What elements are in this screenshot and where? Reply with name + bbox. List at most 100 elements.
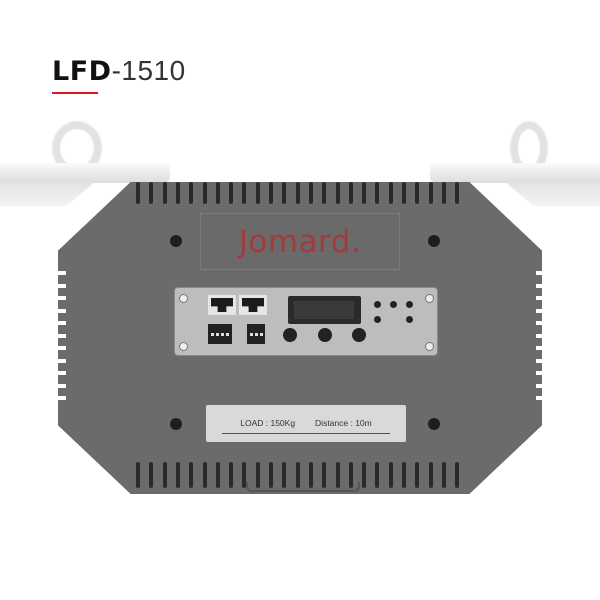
side-vent-slot bbox=[52, 321, 66, 325]
logo-plate: Jomard. bbox=[200, 213, 400, 270]
side-vent-slot bbox=[52, 396, 66, 400]
side-vent-slot bbox=[52, 296, 66, 300]
rating-label: LOAD : 150Kg Distance : 10m bbox=[206, 405, 406, 442]
vent-slot bbox=[202, 182, 207, 204]
vent-slot bbox=[162, 182, 167, 204]
vent-slot bbox=[415, 182, 420, 204]
vent-slot bbox=[255, 462, 260, 488]
control-panel bbox=[174, 287, 438, 356]
vent-slot bbox=[348, 462, 353, 488]
vent-slot bbox=[402, 182, 406, 204]
vent-slot bbox=[308, 462, 313, 488]
vent-slot bbox=[322, 182, 327, 204]
side-vent-slot bbox=[52, 271, 66, 275]
vent-slot bbox=[295, 182, 300, 204]
side-vent-slot bbox=[536, 308, 550, 313]
vent-slot bbox=[455, 462, 460, 488]
left-bracket-shadow bbox=[0, 182, 95, 206]
vent-slot bbox=[402, 462, 406, 488]
ethernet-port-1[interactable] bbox=[208, 295, 236, 315]
vent-slot bbox=[162, 462, 167, 488]
vent-slot bbox=[428, 462, 433, 488]
dip-switch-2[interactable] bbox=[247, 324, 265, 344]
vent-slot bbox=[455, 182, 460, 204]
screw bbox=[170, 418, 182, 430]
ethernet-port-2[interactable] bbox=[239, 295, 267, 315]
vent-slot bbox=[415, 462, 420, 488]
side-vent-slot bbox=[536, 383, 550, 388]
panel-screw bbox=[179, 294, 188, 303]
panel-screw bbox=[425, 342, 434, 351]
side-vent-slot bbox=[536, 283, 550, 288]
vent-slot bbox=[189, 462, 194, 488]
vent-slot bbox=[269, 462, 273, 488]
distance-rating: Distance : 10m bbox=[315, 418, 372, 428]
vent-slot bbox=[441, 182, 446, 204]
vent-slot bbox=[335, 462, 340, 488]
panel-screw bbox=[425, 294, 434, 303]
vent-slot bbox=[215, 462, 220, 488]
brand-logo: Jomard. bbox=[238, 223, 362, 260]
vent-slot bbox=[322, 462, 327, 488]
vent-slot bbox=[282, 462, 287, 488]
vent-slot bbox=[255, 182, 260, 204]
indicator-led bbox=[406, 301, 413, 308]
vent-slot bbox=[308, 182, 313, 204]
side-vent-slot bbox=[52, 358, 66, 363]
vent-slot bbox=[175, 462, 180, 488]
lcd-display bbox=[288, 296, 361, 324]
side-vent-slot bbox=[52, 308, 66, 313]
side-vent-slot bbox=[536, 346, 550, 350]
side-vent-slot bbox=[52, 346, 66, 350]
vent-slot bbox=[189, 182, 194, 204]
left-mounting-bracket bbox=[0, 163, 170, 183]
vent-slot bbox=[375, 182, 380, 204]
vent-slot bbox=[295, 462, 300, 488]
screw bbox=[170, 235, 182, 247]
side-vent-slot bbox=[52, 383, 66, 388]
product-title: LFD-1510 bbox=[52, 55, 186, 87]
vent-slot bbox=[149, 462, 154, 488]
vent-slot bbox=[136, 462, 140, 488]
vent-slot bbox=[428, 182, 433, 204]
vent-slot bbox=[175, 182, 180, 204]
side-vent-slot bbox=[536, 371, 550, 375]
side-vent-slot bbox=[52, 333, 66, 338]
right-bracket-shadow bbox=[505, 182, 600, 206]
label-underline bbox=[222, 433, 390, 434]
indicator-led bbox=[374, 316, 381, 323]
vent-slot bbox=[229, 462, 234, 488]
vent-slot bbox=[441, 462, 446, 488]
vent-slot bbox=[229, 182, 234, 204]
model-number: -1510 bbox=[111, 55, 186, 86]
vent-slot bbox=[242, 462, 247, 488]
vent-slot bbox=[136, 182, 140, 204]
screw bbox=[428, 235, 440, 247]
side-vent-slot bbox=[536, 296, 550, 300]
vent-slot bbox=[215, 182, 220, 204]
vent-slot bbox=[269, 182, 273, 204]
indicator-led bbox=[406, 316, 413, 323]
vent-slot bbox=[282, 182, 287, 204]
vent-slot bbox=[362, 182, 367, 204]
right-mounting-bracket bbox=[430, 163, 600, 183]
control-knob-3[interactable] bbox=[352, 328, 366, 342]
panel-screw bbox=[179, 342, 188, 351]
control-knob-1[interactable] bbox=[283, 328, 297, 342]
vent-slot bbox=[149, 182, 154, 204]
vent-slot bbox=[388, 182, 393, 204]
vent-slot bbox=[202, 462, 207, 488]
side-vent-slot bbox=[536, 321, 550, 325]
side-vent-slot bbox=[52, 371, 66, 375]
title-underline bbox=[52, 92, 98, 94]
indicator-led bbox=[390, 301, 397, 308]
control-knob-2[interactable] bbox=[318, 328, 332, 342]
screw bbox=[428, 418, 440, 430]
dip-switch-1[interactable] bbox=[208, 324, 232, 344]
side-vent-slot bbox=[536, 358, 550, 363]
side-vent-slot bbox=[536, 271, 550, 275]
vent-slot bbox=[335, 182, 340, 204]
vent-slot bbox=[362, 462, 367, 488]
side-vent-slot bbox=[536, 396, 550, 400]
vent-slot bbox=[242, 182, 247, 204]
